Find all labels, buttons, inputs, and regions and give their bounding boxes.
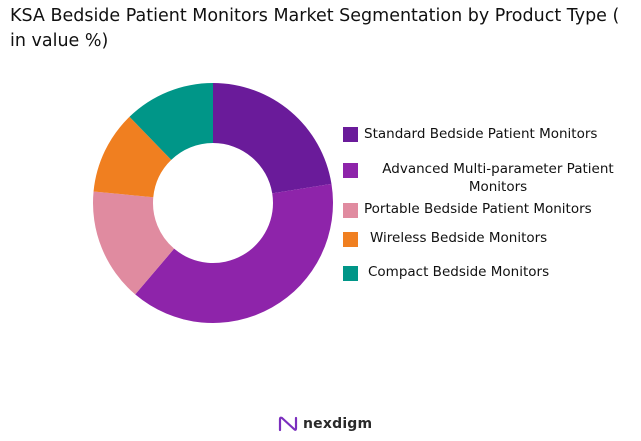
legend-label: Portable Bedside Patient Monitors: [364, 201, 592, 217]
nexdigm-logo-icon: [278, 416, 298, 432]
chart-title: KSA Bedside Patient Monitors Market Segm…: [10, 6, 620, 51]
legend-swatch: [343, 232, 358, 247]
brand-name: nexdigm: [303, 416, 373, 432]
legend-swatch: [343, 163, 358, 178]
donut-slice-1: [213, 83, 332, 194]
donut-slice-2: [135, 183, 334, 324]
legend-swatch: [343, 266, 358, 281]
legend-label: Standard Bedside Patient Monitors: [364, 126, 598, 142]
brand-logo: nexdigm: [278, 414, 372, 434]
donut-slice-4: [93, 116, 172, 198]
legend-label: Wireless Bedside Monitors: [370, 230, 548, 246]
donut-slices: [93, 83, 334, 324]
legend-swatch: [343, 127, 358, 142]
legend-label: Advanced Multi-parameter Patient Monitor…: [382, 161, 614, 195]
donut-slice-3: [93, 191, 175, 295]
donut-slice-5: [129, 83, 213, 160]
legend-swatch: [343, 203, 358, 218]
legend-label: Compact Bedside Monitors: [368, 264, 550, 280]
